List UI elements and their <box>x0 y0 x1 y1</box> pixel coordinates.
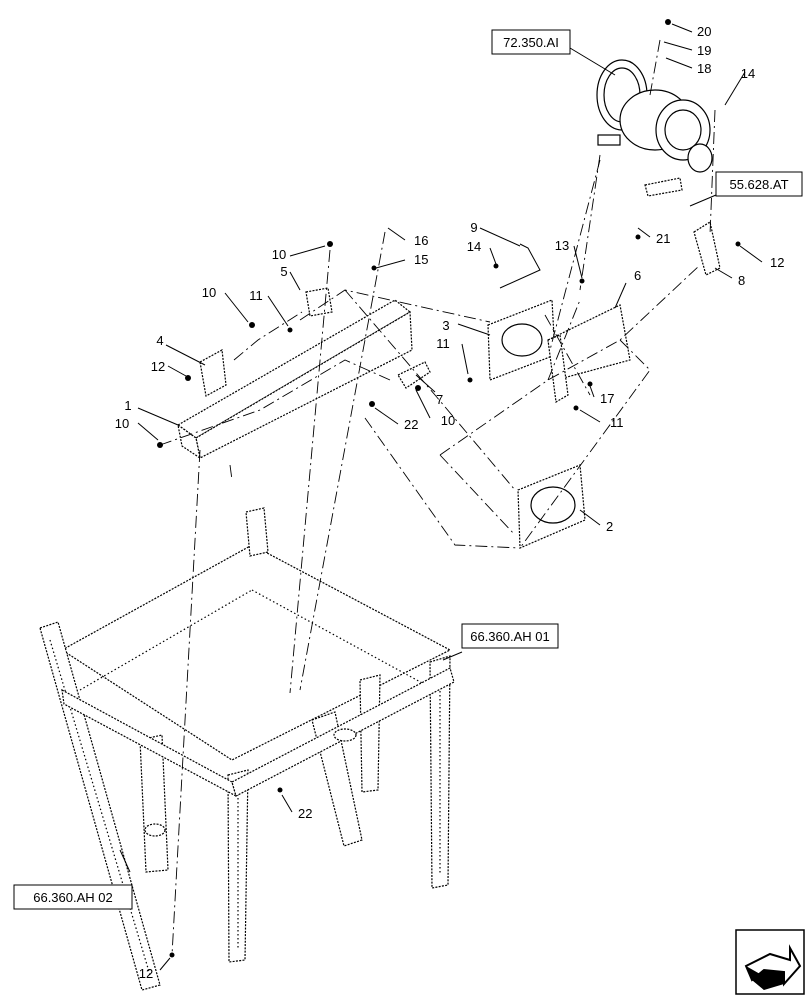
nut-12 <box>185 375 191 381</box>
alignment-lines <box>159 39 716 956</box>
bolt-22 <box>369 401 375 407</box>
ref-box-66360-02[interactable]: 66.360.AH 02 <box>13 884 133 910</box>
nut-11 <box>287 327 293 333</box>
bolt-10 <box>327 241 333 247</box>
bolt-21 <box>635 234 641 240</box>
callout-19: 19 <box>697 43 711 58</box>
callout-12c: 12 <box>139 966 153 981</box>
bracket-6-leg <box>547 334 569 403</box>
callout-18: 18 <box>697 61 711 76</box>
callout-10b: 10 <box>202 285 216 300</box>
handle-9 <box>499 243 541 289</box>
frame-cutout <box>144 823 166 837</box>
plate-3-hole <box>501 323 543 357</box>
bolt-17 <box>587 381 593 387</box>
callout-14b: 14 <box>467 239 481 254</box>
nut-11 <box>573 405 579 411</box>
callout-6: 6 <box>634 268 641 283</box>
bolt-10 <box>415 385 421 391</box>
bolt-10 <box>157 442 163 448</box>
callout-22a: 22 <box>404 417 418 432</box>
frame-deck-plate <box>60 544 452 761</box>
callout-1: 1 <box>124 398 131 413</box>
callout-13: 13 <box>555 238 569 253</box>
ref-label-66360-01: 66.360.AH 01 <box>470 629 550 644</box>
callout-3: 3 <box>442 318 449 333</box>
bracket-4 <box>199 349 227 397</box>
callout-21: 21 <box>656 231 670 246</box>
frame-leg-left-rear <box>139 734 169 873</box>
callout-10c: 10 <box>115 416 129 431</box>
callout-11a: 11 <box>249 288 263 303</box>
callout-8: 8 <box>738 273 745 288</box>
pin-14 <box>493 263 499 269</box>
callout-12b: 12 <box>770 255 784 270</box>
frame-front-beam <box>61 688 237 798</box>
plate-2-hole <box>530 486 576 524</box>
beam-side-face <box>195 310 413 459</box>
callout-labels: 1 2 3 4 5 6 7 8 9 10 10 10 10 11 11 11 1… <box>115 24 785 981</box>
callout-2: 2 <box>606 519 613 534</box>
ref-label-72350: 72.350.AI <box>503 35 559 50</box>
callout-20: 20 <box>697 24 711 39</box>
ref-box-72350[interactable]: 72.350.AI <box>491 29 571 55</box>
main-beam <box>176 299 413 460</box>
screw-13 <box>579 278 585 284</box>
callout-15: 15 <box>414 252 428 267</box>
ref-box-66360-01[interactable]: 66.360.AH 01 <box>461 623 559 649</box>
callout-7: 7 <box>436 392 443 407</box>
bolt-20 <box>665 19 671 25</box>
ref-label-66360-02: 66.360.AH 02 <box>33 890 113 905</box>
callout-22b: 22 <box>298 806 312 821</box>
nut-11 <box>467 377 473 383</box>
chain-guard <box>644 177 683 197</box>
washer-15 <box>371 265 377 271</box>
frame-assembly <box>39 507 455 991</box>
bolt-10 <box>249 322 255 328</box>
callout-12a: 12 <box>151 359 165 374</box>
frame-leg-right-rear <box>359 674 381 793</box>
gearbox-assembly <box>596 59 713 197</box>
beam-end-face <box>177 423 201 460</box>
callout-4: 4 <box>156 333 163 348</box>
frame-cutout <box>333 728 357 742</box>
ref-label-55628: 55.628.AT <box>729 177 788 192</box>
callout-17: 17 <box>600 391 614 406</box>
fasteners <box>157 19 741 958</box>
nut-12 <box>169 952 175 958</box>
input-shaft <box>597 134 621 146</box>
callout-16: 16 <box>414 233 428 248</box>
callout-11b: 11 <box>436 336 450 351</box>
callout-10a: 10 <box>272 247 286 262</box>
bracket-7 <box>397 361 431 389</box>
frame-rear-upright <box>245 507 269 557</box>
callout-10d: 10 <box>441 413 455 428</box>
callout-14a: 14 <box>741 66 755 81</box>
leader-lines <box>119 23 763 971</box>
callout-9: 9 <box>470 220 477 235</box>
ref-box-55628[interactable]: 55.628.AT <box>715 171 803 197</box>
sprocket <box>687 143 713 173</box>
callout-11c: 11 <box>610 415 624 430</box>
nut-12 <box>735 241 741 247</box>
next-page-arrow-icon[interactable] <box>735 929 805 995</box>
bracket-5 <box>305 287 333 317</box>
bolt-22 <box>277 787 283 793</box>
plate-8 <box>693 221 721 276</box>
callout-5: 5 <box>280 264 287 279</box>
